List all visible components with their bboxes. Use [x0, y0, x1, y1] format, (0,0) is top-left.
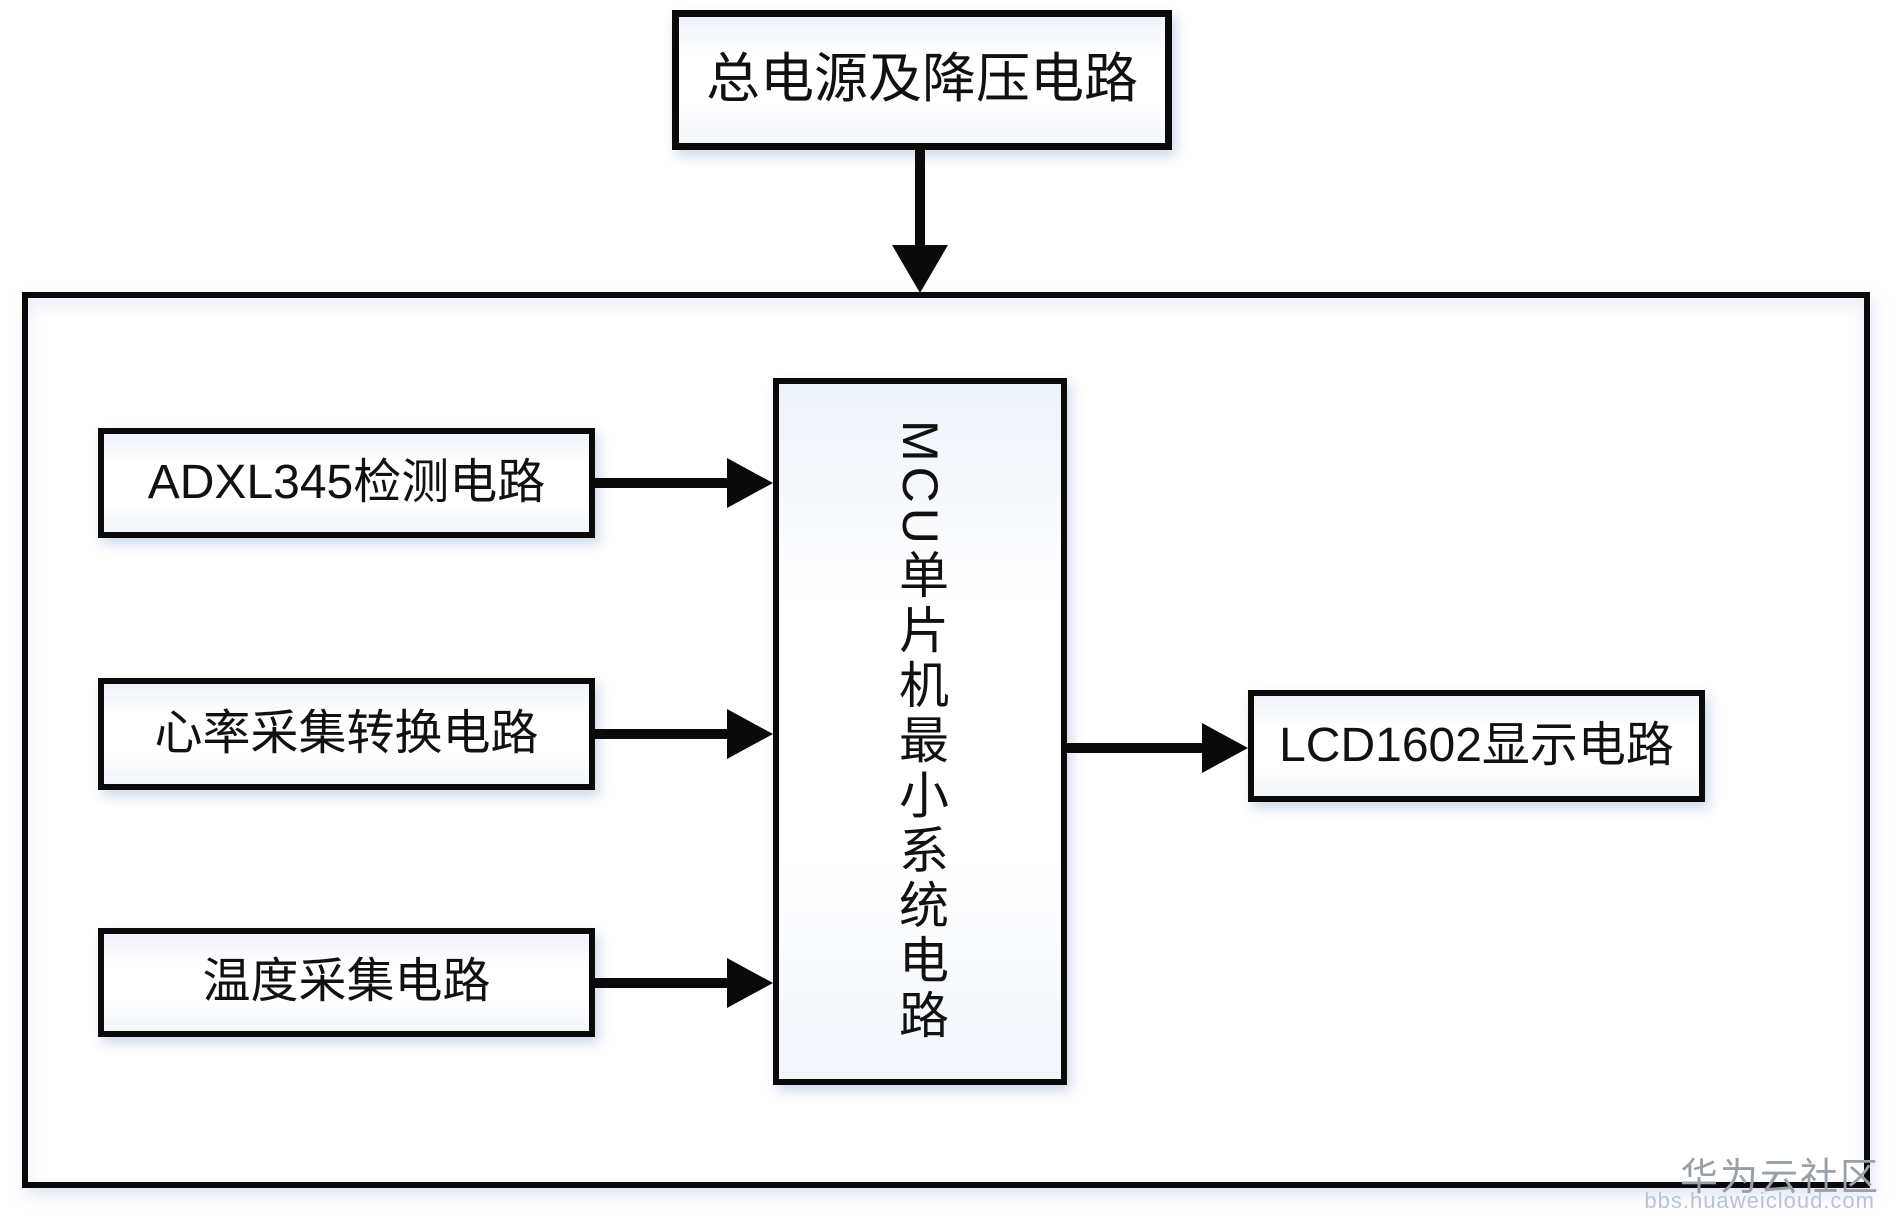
arrow-power-to-system-stem	[915, 150, 925, 250]
arrow-heart-to-mcu-stem	[595, 729, 728, 739]
arrow-temp-to-mcu-stem	[595, 978, 728, 988]
node-temperature-label: 温度采集电路	[202, 955, 491, 1009]
node-heart-rate-label: 心率采集转换电路	[154, 706, 539, 760]
node-heart-rate: 心率采集转换电路	[98, 678, 595, 790]
node-main-power-label: 总电源及降压电路	[706, 49, 1138, 110]
arrow-right-icon	[727, 958, 773, 1008]
node-temperature: 温度采集电路	[98, 928, 595, 1037]
node-mcu-system-label: MCU单片机最小系统电路	[892, 419, 948, 1044]
node-adxl345-label: ADXL345检测电路	[147, 455, 546, 509]
node-adxl345: ADXL345检测电路	[98, 428, 595, 538]
node-lcd1602-label: LCD1602显示电路	[1279, 718, 1674, 772]
node-main-power: 总电源及降压电路	[672, 10, 1172, 150]
node-mcu-system: MCU单片机最小系统电路	[773, 378, 1067, 1085]
arrow-mcu-to-lcd-stem	[1067, 743, 1203, 753]
arrow-right-icon	[727, 709, 773, 759]
arrow-right-icon	[1202, 723, 1248, 773]
node-lcd1602: LCD1602显示电路	[1248, 690, 1705, 802]
arrow-adxl-to-mcu-stem	[595, 478, 728, 488]
watermark-url: bbs.huaweicloud.com	[1644, 1188, 1875, 1213]
arrow-down-icon	[892, 245, 948, 293]
watermark-title: 华为云社区	[1679, 1157, 1880, 1199]
arrow-right-icon	[727, 458, 773, 508]
